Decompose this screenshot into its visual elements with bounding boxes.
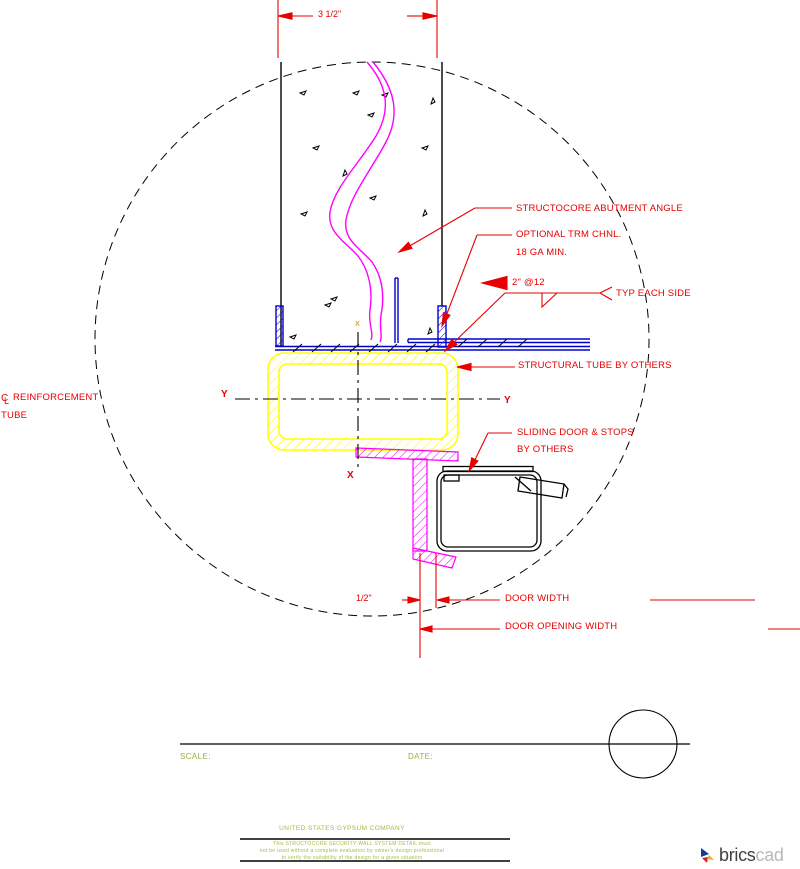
callout-spacing: 2" @12 bbox=[512, 277, 545, 288]
disclaimer-line-3: to verify the suitability of the design … bbox=[281, 855, 423, 861]
abutment-angle bbox=[275, 277, 590, 351]
callout-sliding-door-2: BY OTHERS bbox=[517, 444, 574, 455]
callout-trim-channel: OPTIONAL TRM CHNL. bbox=[516, 229, 622, 240]
axis-x-marker: X bbox=[355, 321, 360, 328]
callout-sliding-door: SLIDING DOOR & STOPS bbox=[517, 427, 634, 438]
centerlines bbox=[235, 332, 500, 470]
core-mesh bbox=[329, 61, 395, 343]
structural-tube bbox=[267, 352, 459, 451]
angle-ticks bbox=[292, 338, 528, 353]
callout-trim-gauge: 18 GA MIN. bbox=[516, 247, 568, 258]
date-label: DATE: bbox=[408, 752, 433, 761]
centerline-l: L bbox=[4, 396, 10, 406]
concrete-speckles bbox=[288, 90, 436, 340]
callout-abutment-angle: STRUCTOCORE ABUTMENT ANGLE bbox=[516, 203, 683, 214]
dim-top-label: 3 1/2" bbox=[318, 9, 342, 19]
centerline-c: C bbox=[1, 393, 9, 404]
section-cut-circle bbox=[608, 709, 678, 779]
disclaimer-line-1: This STRUCTOCORE SECURITY WALL SYSTEM DE… bbox=[273, 841, 431, 847]
axis-y-right: Y bbox=[504, 395, 511, 406]
disclaimer-line-2: not be used without a complete evaluatio… bbox=[259, 848, 445, 854]
callout-typ-each-side: TYP EACH SIDE bbox=[616, 288, 691, 299]
dim-door-width-label: DOOR WIDTH bbox=[505, 593, 570, 604]
door-guide bbox=[355, 447, 459, 569]
axis-y-left: Y bbox=[221, 389, 228, 400]
label-reinforcement-tube: TUBE bbox=[1, 410, 28, 421]
label-reinforcement: REINFORCEMENT bbox=[13, 392, 99, 403]
axis-x: X bbox=[347, 470, 354, 481]
dimensions-leaders bbox=[277, 0, 800, 658]
sheet-graphics bbox=[180, 709, 690, 862]
sliding-door bbox=[436, 465, 569, 552]
scale-label: SCALE: bbox=[180, 752, 211, 761]
dim-door-opening-label: DOOR OPENING WIDTH bbox=[505, 621, 618, 632]
dim-half-label: 1/2" bbox=[356, 593, 372, 603]
logo-brand-text: brics bbox=[719, 845, 756, 865]
wall-section bbox=[280, 62, 443, 346]
company-title: UNITED STATES GYPSUM COMPANY bbox=[279, 825, 405, 832]
callout-structural-tube: STRUCTURAL TUBE BY OTHERS bbox=[518, 360, 672, 371]
detail-circle bbox=[94, 61, 650, 617]
bricscad-icon bbox=[701, 847, 714, 863]
logo-suffix-text: cad bbox=[755, 845, 784, 865]
